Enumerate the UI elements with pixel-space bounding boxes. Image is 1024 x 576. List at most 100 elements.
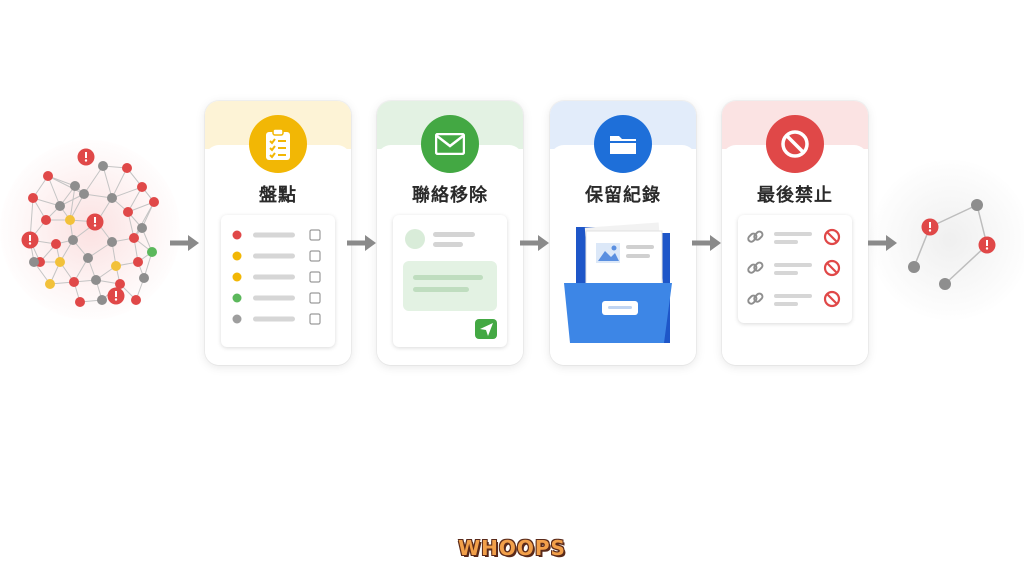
avatar [405,229,425,249]
network-edge [133,201,155,239]
network-node [111,261,121,271]
alert-icon [978,236,996,254]
network-node [107,237,117,247]
alert-icon [107,287,125,305]
text-line [253,232,295,238]
text-line [774,271,798,275]
text-line [253,295,295,301]
alert-icon [921,218,939,236]
text-line [253,253,295,259]
status-dot [232,230,242,240]
status-dot [232,314,242,324]
link-icon [747,261,764,274]
prohibited-icon [823,259,841,277]
network-node [137,223,147,233]
network-node [98,161,108,171]
alert-icon [21,231,39,249]
step-title: 保留紀錄 [585,185,661,206]
network-node [43,171,53,181]
envelope-icon [421,115,479,173]
network-edge [944,244,988,285]
network-node [122,163,132,173]
network-node [28,193,38,203]
step-card-contact-remove: 聯絡移除 [377,101,523,365]
folder-icon [594,115,652,173]
network-glow-left [0,140,180,320]
network-node [75,297,85,307]
network-node [68,235,78,245]
status-dot [232,293,242,303]
network-edge [47,175,85,195]
alert-icon [77,148,95,166]
network-node [51,239,61,249]
arrow-right-icon [520,235,549,251]
network-edge [929,204,978,228]
network-node [29,257,39,267]
network-glow-right [870,160,1024,320]
network-node [69,277,79,287]
step-title: 最後禁止 [757,185,833,206]
status-dot [232,251,242,261]
text-line [774,240,798,244]
status-dot [232,272,242,282]
network-node [45,279,55,289]
checkbox [309,292,321,304]
network-edge [111,167,128,199]
text-line [774,263,812,267]
link-icon [747,230,764,243]
network-node [129,233,139,243]
clipboard-checklist-icon [249,115,307,173]
network-node [83,253,93,263]
records-folder-illustration [564,222,672,343]
text-line [774,302,798,306]
network-node [115,279,125,289]
network-edge [111,186,143,199]
network-node [41,215,51,225]
whoops-logo: WHOOPS [458,536,566,560]
network-node [149,197,159,207]
network-node [65,215,75,225]
inventory-checklist [221,215,335,347]
network-node [55,257,65,267]
network-node [971,199,983,211]
arrow-right-icon [868,235,897,251]
message-compose-panel [393,215,507,347]
blocked-links-list [738,215,852,323]
message-bubble [403,261,497,311]
text-line [253,274,295,280]
arrow-right-icon [170,235,199,251]
network-node [123,207,133,217]
network-edge [102,165,113,199]
network-edge [69,185,76,221]
prohibited-icon [766,115,824,173]
checkbox [309,229,321,241]
step-card-final-ban: 最後禁止 [722,101,868,365]
link-icon [747,292,764,305]
network-node [133,257,143,267]
network-node [137,182,147,192]
network-node [908,261,920,273]
network-edge [83,165,104,195]
step-card-inventory: 盤點 [205,101,351,365]
step-title: 聯絡移除 [412,185,488,206]
checkbox [309,250,321,262]
network-node [939,278,951,290]
network-node [70,181,80,191]
network-node [107,193,117,203]
network-node [131,295,141,305]
text-line [253,316,295,322]
prohibited-icon [823,290,841,308]
alert-icon [86,213,104,231]
arrow-right-icon [347,235,376,251]
network-node [91,275,101,285]
network-node [79,189,89,199]
text-line [774,232,812,236]
checkbox [309,313,321,325]
text-line [774,294,812,298]
step-card-keep-records: 保留紀錄 [550,101,696,365]
network-node [97,295,107,305]
prohibited-icon [823,228,841,246]
network-node [147,247,157,257]
